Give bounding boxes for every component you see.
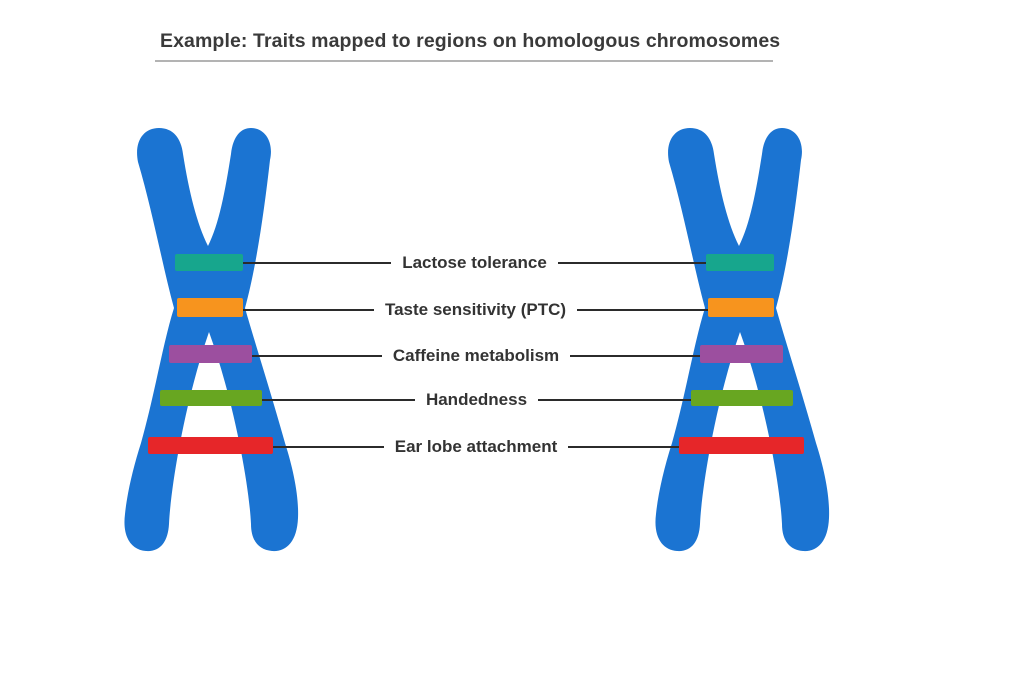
title-underline	[155, 60, 773, 62]
chromosome-right	[655, 128, 830, 552]
trait-row-earlobe: Ear lobe attachment	[273, 435, 679, 459]
connector-line-left	[262, 399, 415, 401]
trait-label: Lactose tolerance	[402, 253, 547, 272]
connector-line-left	[252, 355, 382, 357]
band-earlobe-right	[679, 437, 804, 454]
band-caffeine-right	[700, 345, 783, 363]
connector-line-right	[568, 446, 679, 448]
connector-line-left	[243, 309, 374, 311]
connector-line-left	[243, 262, 392, 264]
connector-line-right	[557, 262, 706, 264]
trait-row-lactose: Lactose tolerance	[243, 251, 706, 275]
chromosome-left	[124, 128, 299, 552]
connector-line-left	[273, 446, 384, 448]
trait-label: Taste sensitivity (PTC)	[384, 300, 567, 319]
chromosome-right-body	[655, 128, 830, 552]
trait-row-taste: Taste sensitivity (PTC)	[243, 298, 709, 322]
connector-line-right	[570, 355, 701, 357]
band-handedness-right	[691, 390, 793, 406]
band-earlobe-left	[148, 437, 273, 454]
trait-label: Caffeine metabolism	[392, 346, 560, 365]
trait-label: Handedness	[425, 390, 528, 409]
band-taste-left	[177, 298, 243, 317]
band-caffeine-left	[169, 345, 252, 363]
connector-line-right	[538, 399, 691, 401]
trait-row-caffeine: Caffeine metabolism	[252, 344, 701, 368]
page-title: Example: Traits mapped to regions on hom…	[160, 30, 781, 52]
band-handedness-left	[160, 390, 262, 406]
band-lactose-right	[706, 254, 774, 271]
chromosome-left-body	[124, 128, 299, 552]
connector-line-right	[577, 309, 709, 311]
trait-label: Ear lobe attachment	[394, 437, 558, 456]
trait-row-handedness: Handedness	[262, 388, 691, 412]
band-lactose-left	[175, 254, 243, 271]
band-taste-right	[708, 298, 774, 317]
